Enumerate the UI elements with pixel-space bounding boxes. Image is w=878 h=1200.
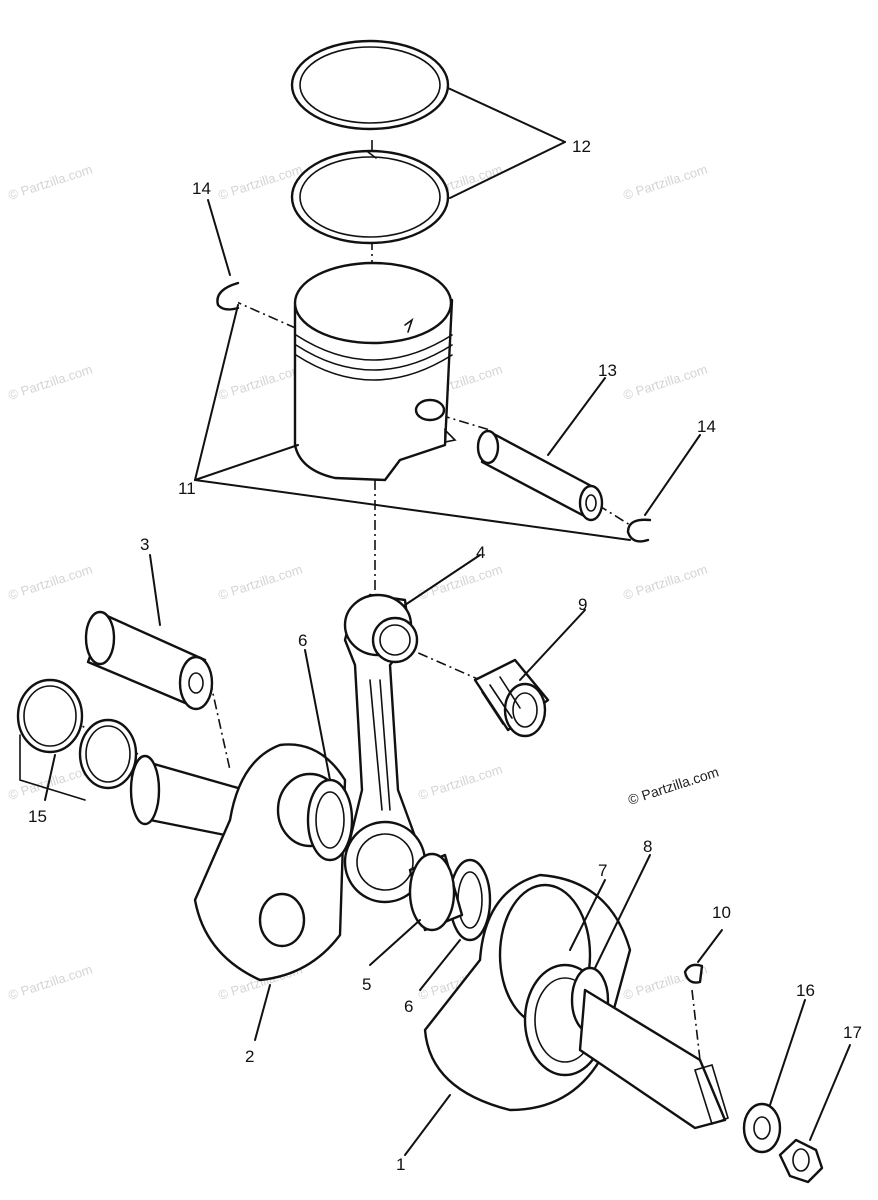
woodruff-key xyxy=(683,963,704,984)
callout-10: 10 xyxy=(712,903,731,922)
piston-ring-upper xyxy=(290,39,450,131)
small-end-needle-bearing xyxy=(473,658,550,738)
callout-4: 4 xyxy=(476,543,485,562)
piston-ring-lower xyxy=(290,149,450,245)
callout-12: 12 xyxy=(572,137,591,156)
watermark: © Partzilla.com xyxy=(6,562,94,603)
oil-seal-left xyxy=(16,678,138,801)
crankshaft-half-left xyxy=(129,743,347,982)
crankshaft-output-taper xyxy=(578,988,729,1130)
piston-pin xyxy=(476,429,604,522)
piston-pin-circlip-left xyxy=(216,281,240,311)
callout-6-lower: 6 xyxy=(404,997,413,1016)
callout-2: 2 xyxy=(245,1047,254,1066)
crankshaft-washer xyxy=(742,1102,782,1154)
connecting-rod xyxy=(343,593,427,904)
callout-7: 7 xyxy=(598,861,607,880)
crankshaft-nut xyxy=(778,1138,824,1184)
callout-17: 17 xyxy=(843,1023,862,1042)
thrust-washer-left xyxy=(306,778,354,862)
callout-16: 16 xyxy=(796,981,815,1000)
watermark: © Partzilla.com xyxy=(6,962,94,1003)
watermark: © Partzilla.com xyxy=(216,362,304,403)
callout-leader-lines xyxy=(44,87,851,1156)
callout-5: 5 xyxy=(362,975,371,994)
watermark: © Partzilla.com xyxy=(416,762,504,803)
callout-8: 8 xyxy=(643,837,652,856)
callout-9: 9 xyxy=(578,595,587,614)
crankshaft-main-bearing-left xyxy=(84,610,214,711)
callout-1: 1 xyxy=(396,1155,405,1174)
callout-15: 15 xyxy=(28,807,47,826)
watermark-prominent: © Partzilla.com xyxy=(626,763,721,807)
big-end-needle-bearing xyxy=(408,852,464,932)
callout-14-lower: 14 xyxy=(697,417,716,436)
watermark: © Partzilla.com xyxy=(621,362,709,403)
piston xyxy=(293,261,457,482)
callout-14-upper: 14 xyxy=(192,179,211,198)
watermark: © Partzilla.com xyxy=(6,362,94,403)
callout-labels: 12 14 13 14 11 3 4 9 6 15 7 8 10 5 6 16 … xyxy=(28,137,862,1174)
callout-3: 3 xyxy=(140,535,149,554)
watermark: © Partzilla.com xyxy=(216,562,304,603)
callout-13: 13 xyxy=(598,361,617,380)
callout-6-upper: 6 xyxy=(298,631,307,650)
piston-pin-circlip-right xyxy=(626,518,652,543)
callout-11: 11 xyxy=(178,479,196,498)
watermark: © Partzilla.com xyxy=(621,562,709,603)
watermark: © Partzilla.com xyxy=(621,162,709,203)
watermark: © Partzilla.com xyxy=(6,162,94,203)
